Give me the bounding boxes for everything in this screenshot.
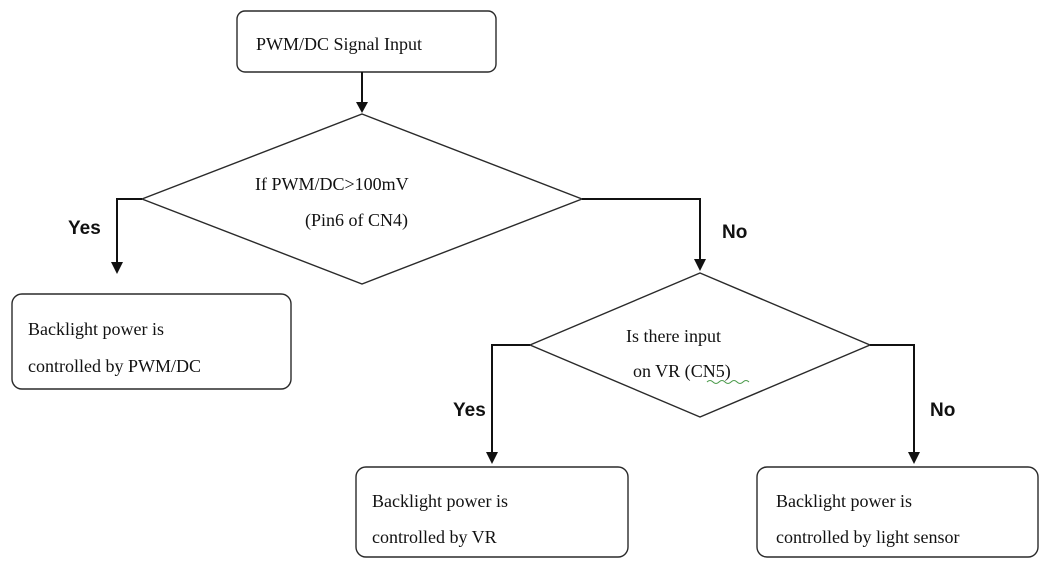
- connector-decision2-yes: [486, 344, 530, 464]
- decision2-yes-label: Yes: [453, 400, 486, 421]
- decision2-line2-suffix: ): [725, 361, 731, 382]
- result-pwm-box: [11, 293, 292, 390]
- result-vr-line1: Backlight power is: [372, 491, 508, 511]
- decision2-line2-prefix: on VR (: [633, 361, 691, 382]
- input-node: PWM/DC Signal Input: [236, 10, 497, 73]
- decision2-no-label: No: [930, 400, 955, 421]
- result-pwm-node: Backlight power is controlled by PWM/DC: [11, 293, 292, 390]
- connector-decision1-yes: [111, 198, 142, 274]
- result-vr-box: [355, 466, 629, 558]
- spellcheck-underline: [706, 380, 750, 384]
- result-sensor-node: Backlight power is controlled by light s…: [756, 466, 1039, 558]
- result-pwm-line1: Backlight power is: [28, 319, 164, 339]
- decision2-line2-cn5: CN5: [691, 361, 725, 381]
- result-vr-line2: controlled by VR: [372, 527, 497, 547]
- input-box: [236, 10, 497, 73]
- connector-decision2-no: [870, 344, 920, 464]
- arrow-input-to-decision1: [356, 72, 368, 113]
- decision1-no-label: No: [722, 222, 747, 243]
- result-pwm-line2: controlled by PWM/DC: [28, 356, 201, 376]
- result-sensor-line1: Backlight power is: [776, 491, 912, 511]
- result-sensor-line2: controlled by light sensor: [776, 527, 959, 547]
- connector-decision1-no: [582, 198, 706, 271]
- decision2-line1: Is there input: [626, 326, 721, 346]
- decision2-diamond: [528, 272, 872, 418]
- decision1-node: If PWM/DC>100mV (Pin6 of CN4): [140, 113, 584, 285]
- decision1-line2: (Pin6 of CN4): [305, 210, 408, 231]
- decision2-line2: on VR (CN5): [633, 361, 731, 382]
- decision1-yes-label: Yes: [68, 218, 101, 239]
- result-sensor-box: [756, 466, 1039, 558]
- result-vr-node: Backlight power is controlled by VR: [355, 466, 629, 558]
- decision1-line1: If PWM/DC>100mV: [255, 174, 409, 194]
- decision2-node: Is there input on VR (CN5): [528, 272, 872, 418]
- decision1-diamond: [140, 113, 584, 285]
- input-label: PWM/DC Signal Input: [256, 34, 422, 54]
